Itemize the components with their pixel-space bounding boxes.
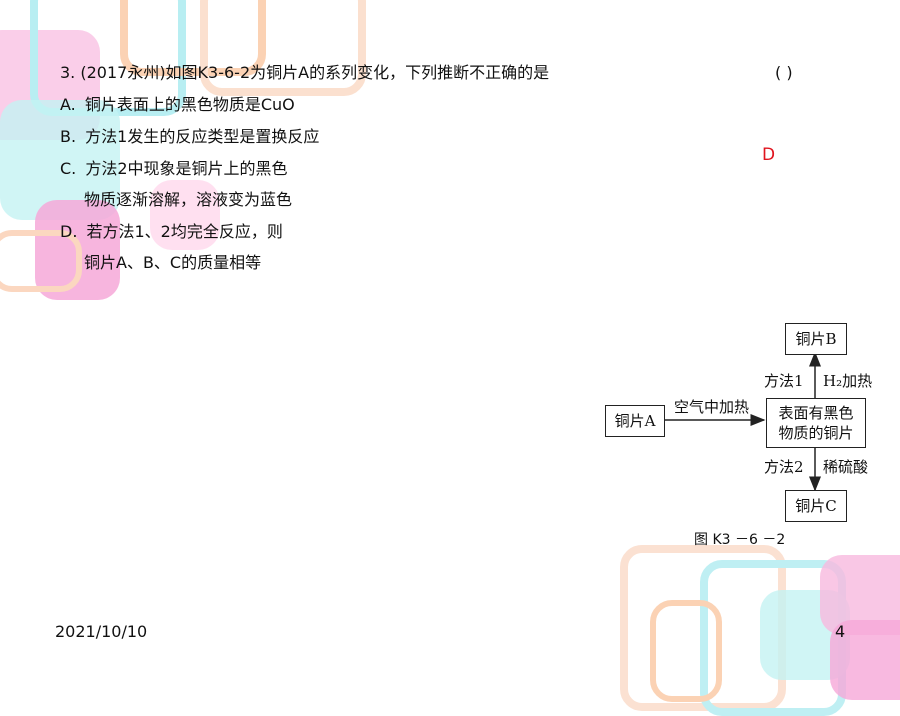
option-a: A. 铜片表面上的黑色物质是CuO <box>60 95 295 115</box>
option-text: 方法1发生的反应类型是置换反应 <box>85 127 320 146</box>
option-letter: B. <box>60 127 77 146</box>
box-blackened-copper: 表面有黑色 物质的铜片 <box>766 398 866 448</box>
label-method-1: 方法1 <box>764 372 804 390</box>
footer-date: 2021/10/10 <box>55 622 148 641</box>
page-number: 4 <box>835 622 846 641</box>
center-line-1: 表面有黑色 <box>778 404 854 422</box>
option-text: 铜片表面上的黑色物质是CuO <box>84 95 295 114</box>
option-text: 若方法1、2均完全反应，则 <box>86 222 283 241</box>
decor-square <box>120 0 266 76</box>
option-d: D. 若方法1、2均完全反应，则 <box>60 222 283 242</box>
box-copper-a: 铜片A <box>605 405 665 437</box>
option-c: C. 方法2中现象是铜片上的黑色 <box>60 159 288 179</box>
center-line-2: 物质的铜片 <box>778 424 854 442</box>
label-method-2: 方法2 <box>764 458 804 476</box>
option-c-continued: 物质逐渐溶解，溶液变为蓝色 <box>84 190 293 209</box>
label-heat-in-air: 空气中加热 <box>674 398 750 416</box>
label-reagent-1: H₂加热 <box>823 372 873 390</box>
option-d-continued: 铜片A、B、C的质量相等 <box>84 253 262 272</box>
option-text: 方法2中现象是铜片上的黑色 <box>85 159 288 178</box>
answer-bracket: ( ) <box>775 63 793 82</box>
figure-caption: 图 K3 －6 －2 <box>694 532 786 548</box>
decor-square <box>150 180 220 250</box>
option-b: B. 方法1发生的反应类型是置换反应 <box>60 127 319 147</box>
box-copper-b: 铜片B <box>785 323 847 355</box>
decor-square <box>650 600 722 702</box>
label-reagent-2: 稀硫酸 <box>823 458 869 476</box>
decor-square <box>0 230 82 292</box>
answer-text: D <box>762 145 776 165</box>
decor-square <box>200 0 366 96</box>
box-copper-c: 铜片C <box>785 490 847 522</box>
option-letter: D. <box>60 222 78 241</box>
option-letter: A. <box>60 95 76 114</box>
question-stem: 3. (2017永州)如图K3-6-2为铜片A的系列变化，下列推断不正确的是 <box>60 63 550 82</box>
option-letter: C. <box>60 159 77 178</box>
